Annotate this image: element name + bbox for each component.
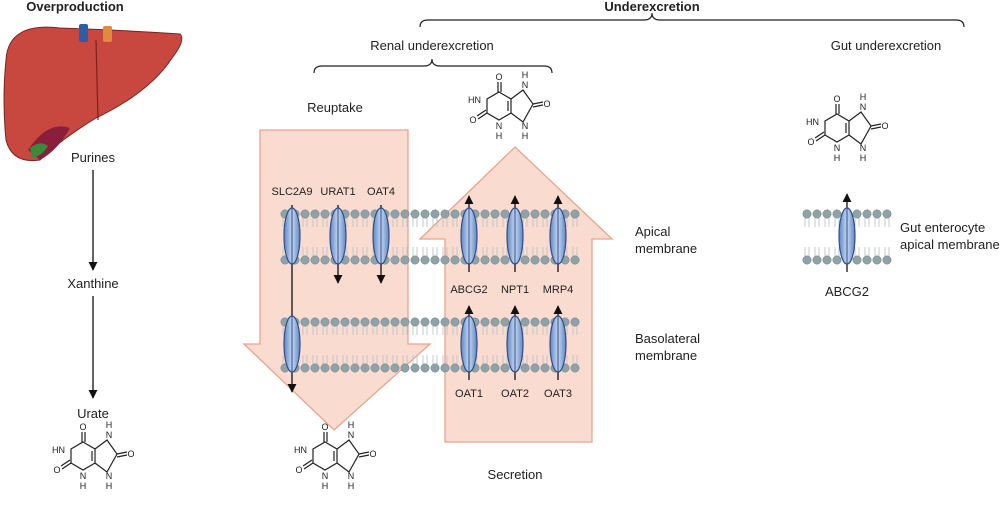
slc2a9-label: SLC2A9 xyxy=(272,186,313,198)
atom-label: N xyxy=(322,471,329,481)
gut-membrane-label-line1: Gut enterocyte xyxy=(900,220,985,235)
oat1-label: OAT1 xyxy=(455,388,483,400)
atom-label: N xyxy=(348,430,355,440)
atom-label: O xyxy=(833,94,840,104)
atom-label: O xyxy=(495,72,502,82)
atom-label: HN xyxy=(294,445,307,455)
atom-label: H xyxy=(522,131,529,141)
atom-label: N xyxy=(860,102,867,112)
basolateral-membrane-label-line2: membrane xyxy=(635,348,697,363)
oat2-label: OAT2 xyxy=(501,388,529,400)
atom-label: O xyxy=(53,465,60,475)
atom-label: HN xyxy=(468,95,481,105)
renal-brace xyxy=(313,58,553,74)
liver-icon xyxy=(3,24,183,162)
atom-label: O xyxy=(881,121,888,131)
atom-label: H xyxy=(348,481,355,491)
renal-underexcretion-label: Renal underexcretion xyxy=(370,38,494,53)
atom-label: O xyxy=(369,449,376,459)
gut-underexcretion-label: Gut underexcretion xyxy=(831,38,942,53)
atom-label: H xyxy=(834,153,841,163)
gut-membrane-bilayer xyxy=(802,209,892,265)
atom-label: N xyxy=(80,471,87,481)
atom-label: N xyxy=(496,121,503,131)
atom-label: N xyxy=(522,80,529,90)
atom-label: O xyxy=(321,422,328,432)
underexcretion-brace xyxy=(419,12,965,28)
atom-label: H xyxy=(106,481,113,491)
underexcretion-title: Underexcretion xyxy=(604,0,699,14)
npt1-label: NPT1 xyxy=(501,284,529,296)
apical-membrane-label-line1: Apical xyxy=(635,224,671,239)
basolateral-membrane-label-line1: Basolateral xyxy=(635,331,700,346)
atom-label: H xyxy=(496,131,503,141)
secretion-label: Secretion xyxy=(488,467,543,482)
atom-label: H xyxy=(322,481,329,491)
abcg2-label: ABCG2 xyxy=(450,284,487,296)
atom-label: HN xyxy=(806,117,819,127)
atom-label: N xyxy=(106,471,113,481)
atom-label: O xyxy=(127,449,134,459)
transporter-urat1 xyxy=(329,207,347,265)
transporter-oat2 xyxy=(506,315,524,373)
transporter-oat3 xyxy=(549,315,567,373)
transporter-mrp4 xyxy=(549,207,567,265)
gut-abcg2-label: ABCG2 xyxy=(825,284,869,299)
purines-label: Purines xyxy=(71,150,116,165)
transporter-abcg2 xyxy=(460,207,478,265)
atom-label: N xyxy=(348,471,355,481)
atom-label: O xyxy=(79,422,86,432)
oat3-label: OAT3 xyxy=(544,388,572,400)
urat1-label: URAT1 xyxy=(320,186,355,198)
atom-label: N xyxy=(834,143,841,153)
atom-label: H xyxy=(522,70,529,80)
transporter-oat4 xyxy=(372,207,390,265)
mrp4-label: MRP4 xyxy=(543,284,574,296)
transporter-oat1 xyxy=(460,315,478,373)
atom-label: O xyxy=(543,99,550,109)
atom-label: N xyxy=(522,121,529,131)
oat4-label: OAT4 xyxy=(367,186,395,198)
overproduction-title: Overproduction xyxy=(26,0,124,14)
transporter-npt1 xyxy=(506,207,524,265)
atom-label: H xyxy=(860,153,867,163)
atom-label: H xyxy=(106,420,113,430)
atom-label: H xyxy=(860,92,867,102)
xanthine-label: Xanthine xyxy=(67,276,118,291)
atom-label: H xyxy=(348,420,355,430)
gut-membrane-label-line2: apical membrane xyxy=(900,237,1000,252)
atom-label: O xyxy=(295,465,302,475)
urate-label: Urate xyxy=(77,406,109,421)
transporter-slc2a9 xyxy=(283,207,301,265)
atom-label: HN xyxy=(52,445,65,455)
transporter-slc2a9-basolateral xyxy=(283,315,301,373)
atom-label: H xyxy=(80,481,87,491)
reuptake-label: Reuptake xyxy=(307,100,363,115)
atom-label: N xyxy=(860,143,867,153)
apical-membrane-label-line2: membrane xyxy=(635,241,697,256)
atom-label: O xyxy=(807,137,814,147)
atom-label: O xyxy=(469,115,476,125)
reuptake-arrow xyxy=(242,129,432,431)
atom-label: N xyxy=(106,430,113,440)
transporter-gut-abcg2 xyxy=(838,207,856,265)
